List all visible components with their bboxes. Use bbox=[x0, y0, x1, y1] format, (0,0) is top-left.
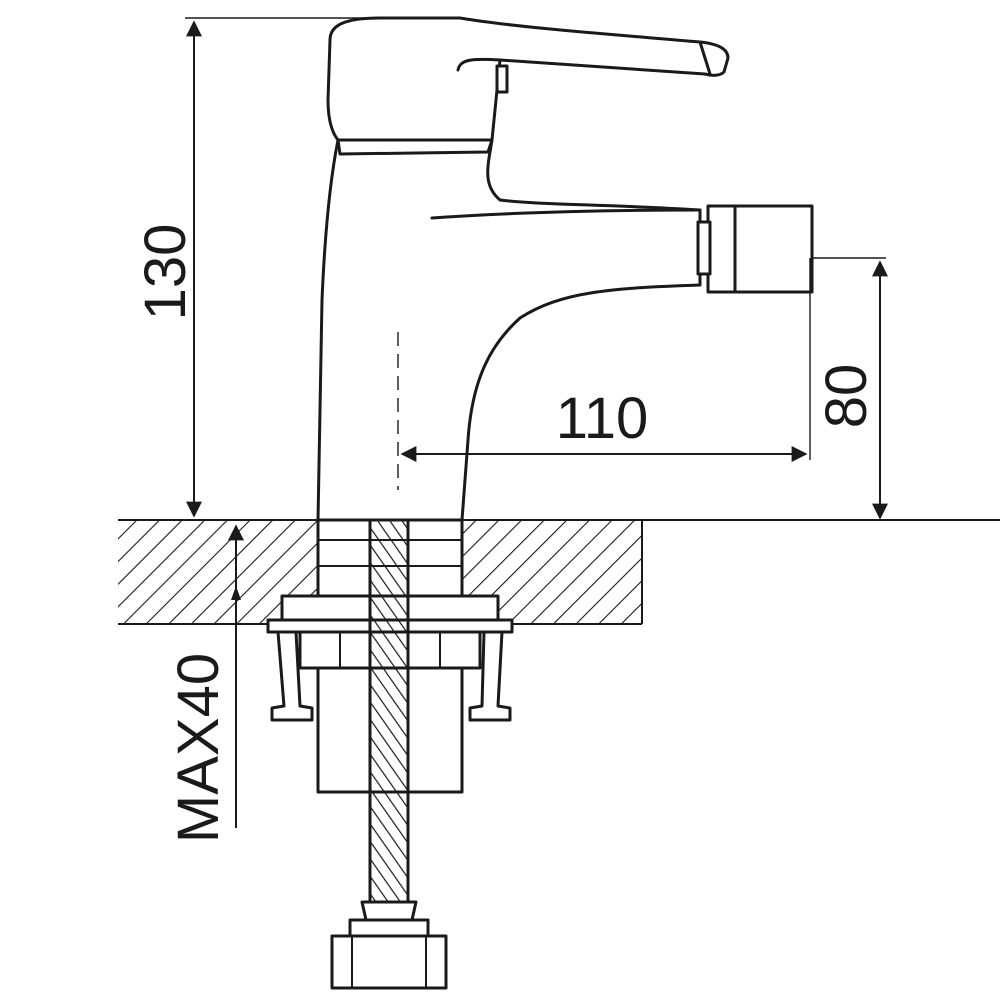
faucet-body bbox=[316, 16, 814, 522]
countertop-section bbox=[118, 519, 1000, 625]
dimension-label-110: 110 bbox=[556, 386, 648, 451]
spout-nozzle bbox=[706, 204, 814, 294]
dimension-max-thickness: MAX40 bbox=[166, 524, 244, 843]
lever-handle bbox=[326, 16, 730, 142]
dimension-spout-height: 80 bbox=[812, 257, 888, 520]
hose-connector bbox=[330, 934, 448, 990]
dimension-height-total: 130 bbox=[133, 17, 465, 518]
dimension-label-max40: MAX40 bbox=[166, 653, 231, 843]
dimension-label-80: 80 bbox=[814, 364, 879, 429]
mounting-assembly bbox=[266, 518, 514, 990]
dimension-label-130: 130 bbox=[133, 224, 198, 321]
dimension-spout-reach: 110 bbox=[397, 258, 811, 490]
